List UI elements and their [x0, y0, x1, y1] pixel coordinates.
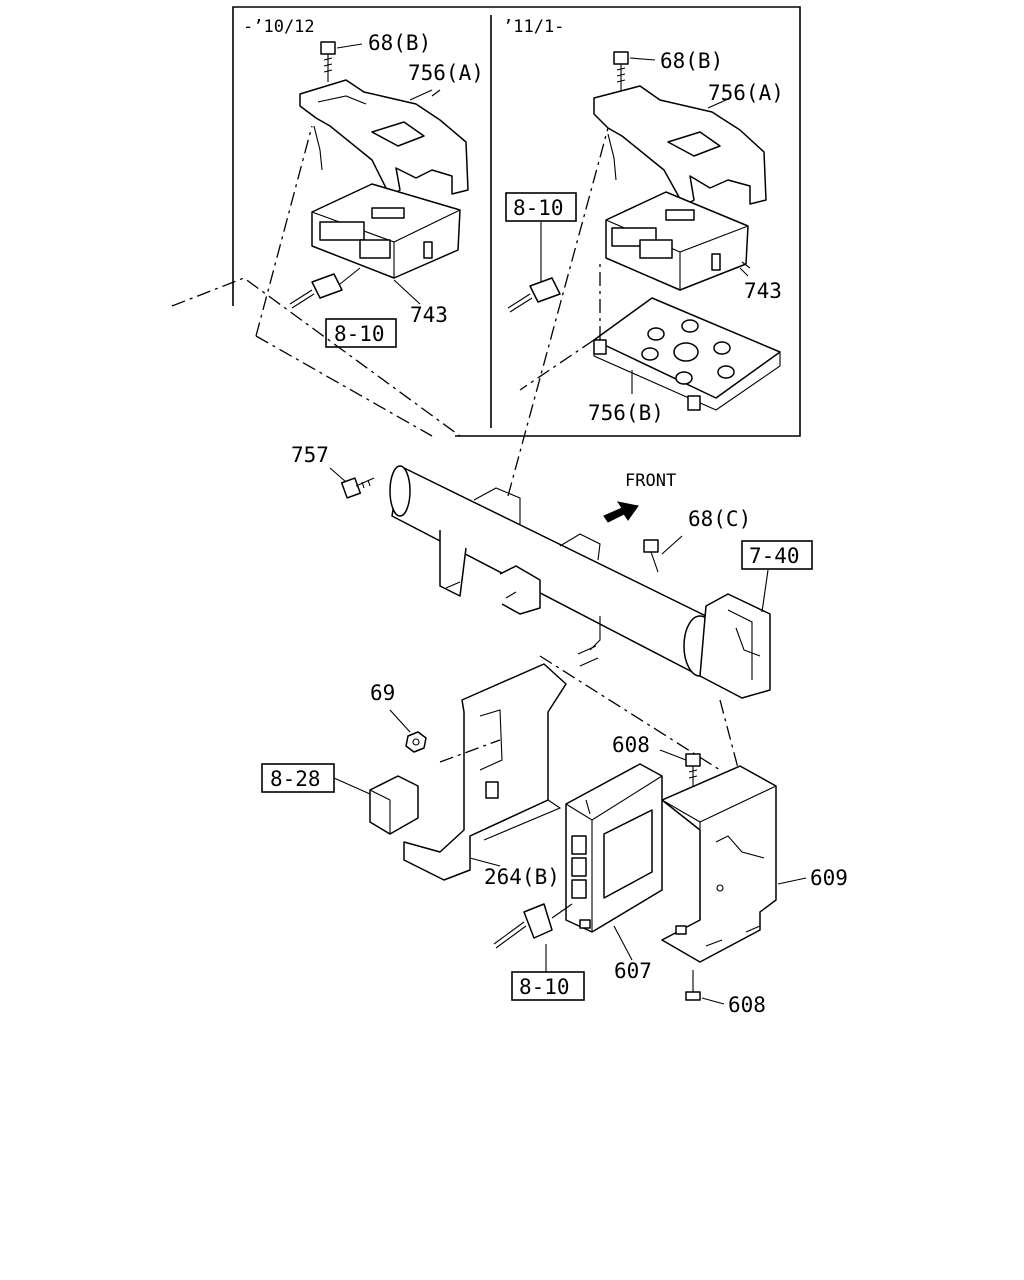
ref-8-28[interactable]: 8-28 — [270, 767, 321, 791]
bracket-756a-left — [299, 79, 469, 197]
module-743-left — [311, 183, 461, 305]
end-bracket-7-40 — [699, 593, 771, 699]
cross-beam — [389, 465, 717, 677]
ref-box-7-40[interactable] — [741, 540, 813, 570]
module-743-right — [605, 191, 751, 291]
ref-8-10-left[interactable]: 8-10 — [334, 322, 385, 346]
label-743-right: 743 — [744, 279, 782, 303]
label-757: 757 — [291, 443, 329, 467]
nut-69 — [405, 731, 427, 753]
module-8-28 — [369, 775, 419, 835]
ref-box-8-10-right[interactable] — [505, 192, 577, 222]
label-68b-left: 68(B) — [368, 31, 431, 55]
label-264b: 264(B) — [484, 865, 560, 889]
ref-8-10-bottom[interactable]: 8-10 — [519, 975, 570, 999]
connector-right — [507, 222, 561, 313]
label-68b-right: 68(B) — [660, 49, 723, 73]
bracket-756a-right — [593, 85, 767, 207]
ref-box-8-10-bottom[interactable] — [511, 971, 585, 1001]
label-756a-right: 756(A) — [708, 81, 784, 105]
inset-right-range-label: ’11/1- — [503, 17, 564, 37]
bracket-264b — [403, 663, 567, 881]
tray-756b — [593, 297, 781, 411]
bolt-608-bottom — [685, 970, 701, 1001]
right-inset — [507, 51, 781, 411]
label-756a-left: 756(A) — [408, 61, 484, 85]
label-609: 609 — [810, 866, 848, 890]
bolt-68b-left — [320, 41, 363, 82]
control-unit-607 — [565, 763, 663, 933]
connector-bottom — [493, 903, 573, 949]
label-756b: 756(B) — [588, 401, 664, 425]
label-69: 69 — [370, 681, 395, 705]
bolt-68c — [643, 535, 683, 573]
ref-7-40[interactable]: 7-40 — [749, 544, 800, 568]
front-label: FRONT — [625, 471, 676, 491]
label-68c: 68(C) — [688, 507, 751, 531]
bolt-757 — [340, 477, 375, 499]
bracket-609 — [661, 765, 777, 963]
label-607: 607 — [614, 959, 652, 983]
ref-box-8-10-left[interactable] — [325, 318, 397, 348]
connector-left — [289, 267, 361, 309]
bolt-68b-right — [613, 51, 656, 96]
inset-left-range-label: -’10/12 — [243, 17, 315, 37]
leader-lines — [171, 125, 609, 497]
label-608-bottom: 608 — [728, 993, 766, 1017]
inset-frame — [232, 6, 801, 437]
front-arrow-icon — [603, 501, 639, 523]
ref-8-10-right[interactable]: 8-10 — [513, 196, 564, 220]
label-608-top: 608 — [612, 733, 650, 757]
label-743-left: 743 — [410, 303, 448, 327]
left-inset — [289, 41, 469, 309]
bolt-608-top — [685, 753, 701, 792]
